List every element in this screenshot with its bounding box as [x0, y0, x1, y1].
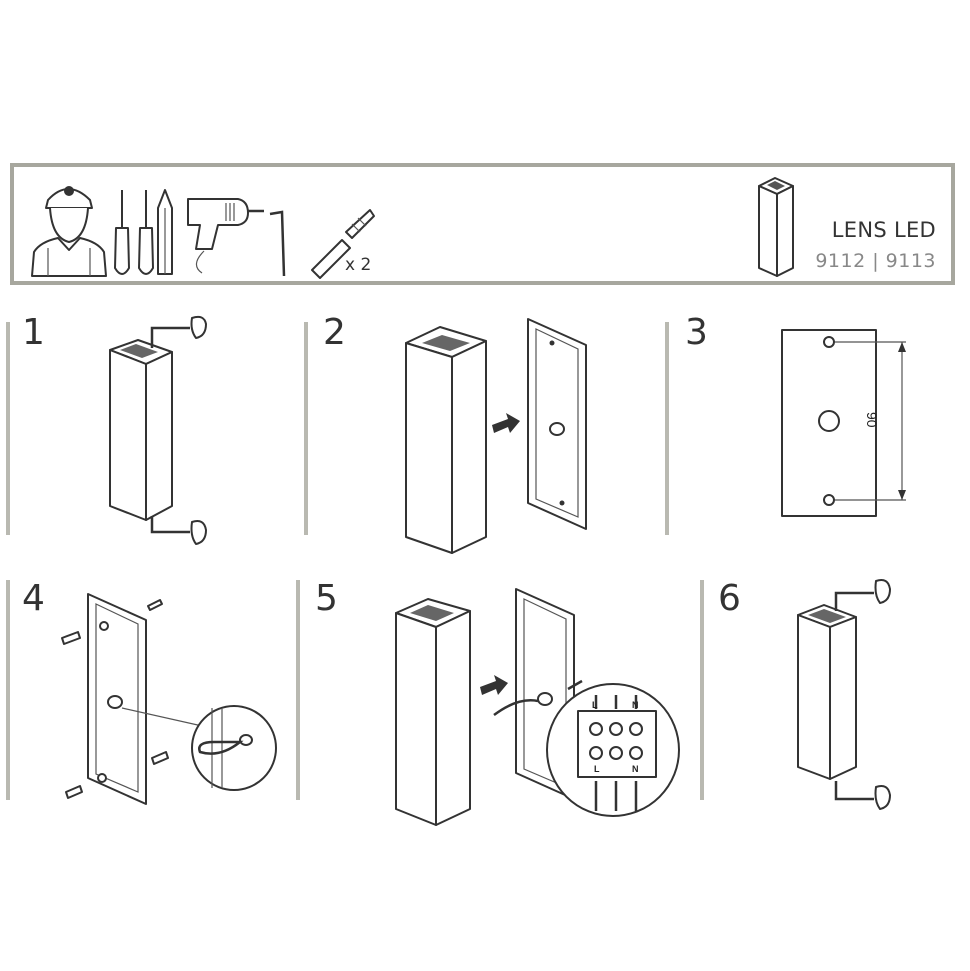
- screwdriver-icon: [114, 190, 154, 275]
- terminal-label-n-bottom: N: [632, 764, 639, 774]
- step-number: 5: [315, 578, 338, 619]
- step-number: 3: [685, 312, 708, 353]
- product-name: LENS LED: [831, 218, 936, 242]
- terminal-label-l-bottom: L: [594, 764, 600, 774]
- step-divider: [700, 580, 704, 800]
- step-divider: [304, 322, 308, 535]
- tools-header-box: [10, 163, 955, 285]
- dimension-label: 90: [864, 412, 880, 428]
- step-divider: [6, 322, 10, 535]
- step-divider: [665, 322, 669, 535]
- anchor-quantity: x 2: [345, 255, 372, 275]
- step-number: 2: [323, 312, 346, 353]
- terminal-label-n: N: [632, 700, 639, 710]
- terminal-label-l: L: [592, 700, 598, 710]
- step-number: 4: [22, 578, 45, 619]
- pencil-icon: [157, 189, 173, 275]
- step-divider: [296, 580, 300, 800]
- step-number: 6: [718, 578, 741, 619]
- step-6-illustration: [797, 579, 891, 810]
- step-3-illustration: [781, 329, 906, 517]
- step-5-illustration: [395, 588, 680, 826]
- drill-icon: [187, 198, 264, 274]
- lamp-product-icon: [758, 177, 794, 277]
- installer-icon: [31, 186, 107, 277]
- step-2-illustration: [405, 318, 587, 554]
- step-4-illustration: [61, 593, 277, 805]
- product-codes: 9112 | 9113: [815, 250, 936, 272]
- wall-anchor-icon: [311, 209, 375, 279]
- step-1-illustration: [109, 315, 207, 545]
- hex-key-icon: [269, 210, 286, 277]
- step-divider: [6, 580, 10, 800]
- step-number: 1: [22, 312, 45, 353]
